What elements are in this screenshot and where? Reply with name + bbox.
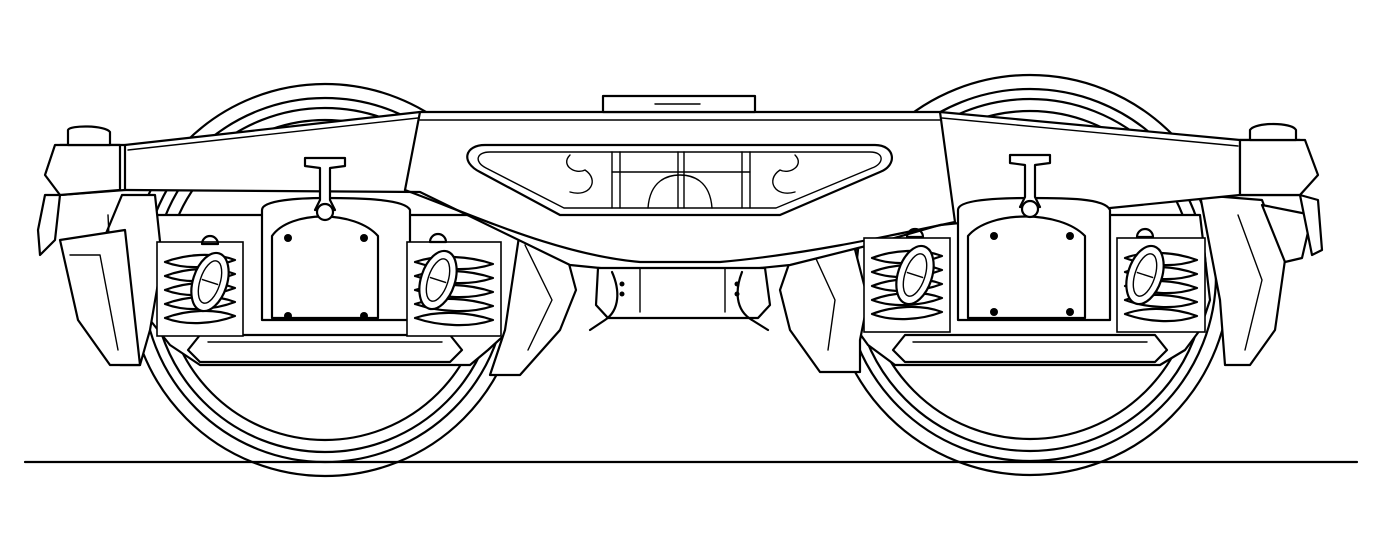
spring-retainer-slot — [197, 260, 223, 304]
right-axlebox — [891, 153, 1169, 364]
spring-coil — [1123, 307, 1199, 323]
spring-coil — [870, 277, 944, 293]
spring-retainer-slot — [1132, 253, 1158, 297]
retainer-cap — [1135, 227, 1155, 239]
retainer-cap — [200, 234, 220, 246]
spring-retainer-slot — [425, 258, 451, 302]
spring-coil — [163, 281, 237, 297]
retainer-divider — [429, 276, 447, 284]
left-axlebox — [186, 156, 464, 364]
spring-coil — [163, 253, 237, 269]
spring-retainer-slot — [902, 253, 928, 297]
retainer-divider — [906, 271, 924, 279]
spring-coil — [870, 291, 944, 307]
retainer-cap — [428, 232, 448, 244]
retainer-divider — [201, 278, 219, 286]
spring-group — [156, 227, 1206, 337]
retainer-cap — [905, 227, 925, 239]
spring-coil — [163, 295, 237, 311]
spring-coil — [870, 305, 944, 321]
retainer-divider — [1136, 271, 1154, 279]
center-bolster — [588, 266, 772, 332]
spring-coil — [870, 249, 944, 265]
side-frame — [36, 94, 1324, 274]
spring-coil — [413, 311, 495, 327]
spring-coil — [163, 309, 237, 325]
spring-coil — [163, 267, 237, 283]
spring-coil — [870, 263, 944, 279]
